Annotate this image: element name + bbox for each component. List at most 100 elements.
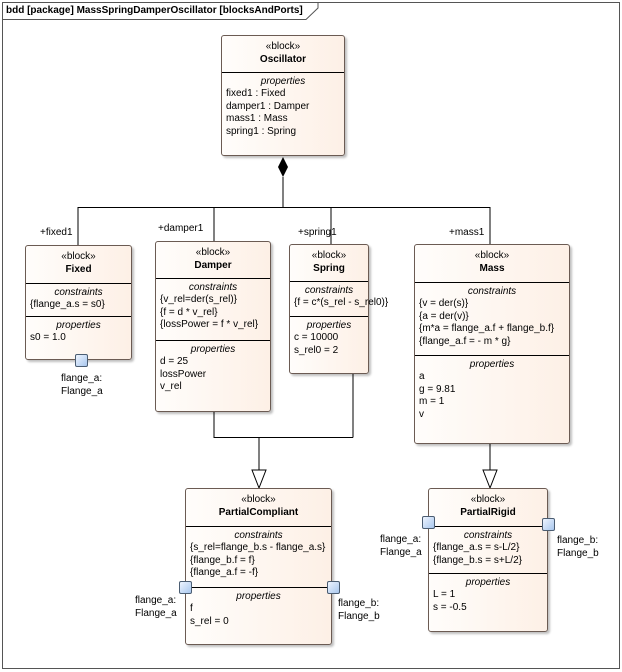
block-header: «block» PartialRigid bbox=[429, 489, 547, 527]
composition-lines bbox=[77, 177, 491, 245]
compartment-title: properties bbox=[190, 344, 236, 355]
constraint-item: {flange_a.f = -f} bbox=[190, 567, 259, 578]
property-item: mass1 : Mass bbox=[226, 113, 288, 124]
compartment-constraints: constraints{v_rel=der(s_rel)}{f = d * v_… bbox=[156, 279, 270, 341]
property-item: a bbox=[419, 371, 425, 382]
property-item: m = 1 bbox=[419, 396, 445, 407]
compartment-constraints: constraints{f = c*(s_rel - s_rel0)} bbox=[290, 282, 388, 317]
property-item: s0 = 1.0 bbox=[30, 332, 66, 343]
port-fixed_a[interactable] bbox=[75, 354, 88, 367]
block-stereotype: «block» bbox=[61, 251, 96, 262]
property-item: c = 10000 bbox=[294, 332, 339, 343]
property-item: d = 25 bbox=[160, 356, 189, 367]
constraint-item: {flange_a.f = - m * g} bbox=[419, 335, 511, 347]
block-name: Damper bbox=[194, 260, 232, 271]
block-stereotype: «block» bbox=[265, 41, 301, 52]
property-item: v bbox=[419, 408, 424, 420]
compartment-title: constraints bbox=[188, 282, 238, 293]
compartment-title: properties bbox=[465, 577, 511, 588]
composition-diamond bbox=[278, 157, 288, 177]
constraint-item: {a = der(v)} bbox=[419, 310, 469, 322]
port-name: flange_a: bbox=[380, 534, 422, 545]
frame-tab bbox=[2, 2, 319, 20]
block-header: «block» Spring bbox=[290, 245, 368, 282]
port-label-pc_a: flange_a: Flange_a bbox=[135, 594, 177, 620]
block-stereotype: «block» bbox=[195, 247, 231, 258]
constraint-item: {flange_a.s = s0} bbox=[30, 299, 105, 310]
property-item: f bbox=[190, 603, 193, 614]
port-pc_a[interactable] bbox=[179, 581, 192, 594]
property-item: lossPower bbox=[160, 368, 207, 380]
compartment-title: properties bbox=[236, 591, 281, 602]
block-damper[interactable]: «block» Damper constraints{v_rel=der(s_rel… bbox=[155, 241, 271, 412]
compartment-constraints: constraints{v = der(s)}{a = der(v)}{m*a … bbox=[415, 283, 569, 356]
generalization-arrow-compliant bbox=[251, 469, 267, 490]
port-name: flange_b: bbox=[338, 598, 380, 609]
compartment-title: properties bbox=[469, 359, 515, 370]
block-stereotype: «block» bbox=[474, 250, 510, 261]
constraint-item: {lossPower = f * v_rel} bbox=[160, 319, 259, 330]
compartment-title: constraints bbox=[467, 286, 517, 297]
block-header: «block» Fixed bbox=[26, 246, 131, 284]
property-item: s = -0.5 bbox=[433, 601, 467, 613]
block-name: PartialCompliant bbox=[218, 507, 299, 518]
block-header: «block»Mass bbox=[415, 245, 569, 283]
block-header: «block» PartialCompliant bbox=[186, 489, 331, 527]
block-stereotype: «block» bbox=[470, 494, 506, 505]
block-name: PartialRigid bbox=[460, 507, 516, 518]
port-type: Flange_a bbox=[61, 386, 103, 397]
property-item: fixed1 : Fixed bbox=[226, 88, 286, 99]
compartment-title: constraints bbox=[463, 530, 513, 541]
port-type: Flange_a bbox=[380, 547, 422, 558]
port-label-pc_b: flange_b: Flange_b bbox=[338, 597, 380, 623]
property-item: damper1 : Damper bbox=[226, 100, 310, 112]
compartment-constraints: constraints{s_rel=flange_b.s - flange_a.… bbox=[186, 527, 331, 588]
constraint-item: {flange_a.s = s-L/2} bbox=[433, 542, 520, 553]
port-type: Flange_b bbox=[338, 611, 380, 622]
block-stereotype: «block» bbox=[241, 494, 276, 505]
block-partialcompliant[interactable]: «block» PartialCompliant constraints{s_rel… bbox=[185, 488, 332, 645]
compartment-title: properties bbox=[260, 76, 306, 87]
constraint-item: {v = der(s)} bbox=[419, 298, 469, 309]
generalization-line-compliant bbox=[213, 374, 354, 470]
port-pr_a[interactable] bbox=[422, 516, 435, 529]
port-name: flange_a: bbox=[135, 595, 177, 606]
constraint-item: {f = d * v_rel} bbox=[160, 306, 218, 318]
block-spring[interactable]: «block» Spring constraints{f = c*(s_rel - … bbox=[289, 244, 388, 374]
constraint-item: {s_rel=flange_b.s - flange_a.s} bbox=[190, 542, 326, 553]
port-type: Flange_a bbox=[135, 608, 177, 619]
property-item: spring1 : Spring bbox=[226, 125, 297, 137]
frame-title: bdd [package] MassSpringDamperOscillator… bbox=[6, 5, 303, 16]
block-stereotype: «block» bbox=[311, 250, 347, 261]
block-partialrigid[interactable]: «block» PartialRigid constraints{flange_a.… bbox=[428, 488, 548, 632]
role-label-mass: +mass1 bbox=[449, 227, 485, 238]
port-pr_b[interactable] bbox=[542, 518, 555, 531]
port-type: Flange_b bbox=[557, 548, 599, 559]
block-name: Fixed bbox=[65, 264, 92, 275]
port-pc_b[interactable] bbox=[327, 581, 340, 594]
block-name: Spring bbox=[313, 263, 345, 274]
property-item: s_rel0 = 2 bbox=[294, 344, 339, 356]
property-item: L = 1 bbox=[433, 589, 456, 600]
port-label-fixed_a: flange_a:Flange_a bbox=[61, 372, 103, 398]
compartment-title: constraints bbox=[234, 530, 283, 541]
role-label-fixed: +fixed1 bbox=[40, 227, 73, 238]
compartment-title: properties bbox=[56, 320, 101, 331]
property-item: g = 9.81 bbox=[419, 383, 456, 395]
property-item: v_rel bbox=[160, 381, 182, 392]
role-label-spring: +spring1 bbox=[298, 227, 337, 238]
block-header: «block»Oscillator bbox=[222, 36, 344, 73]
constraint-item: {flange_b.s = s+L/2} bbox=[433, 554, 522, 566]
property-item: s_rel = 0 bbox=[190, 615, 229, 627]
